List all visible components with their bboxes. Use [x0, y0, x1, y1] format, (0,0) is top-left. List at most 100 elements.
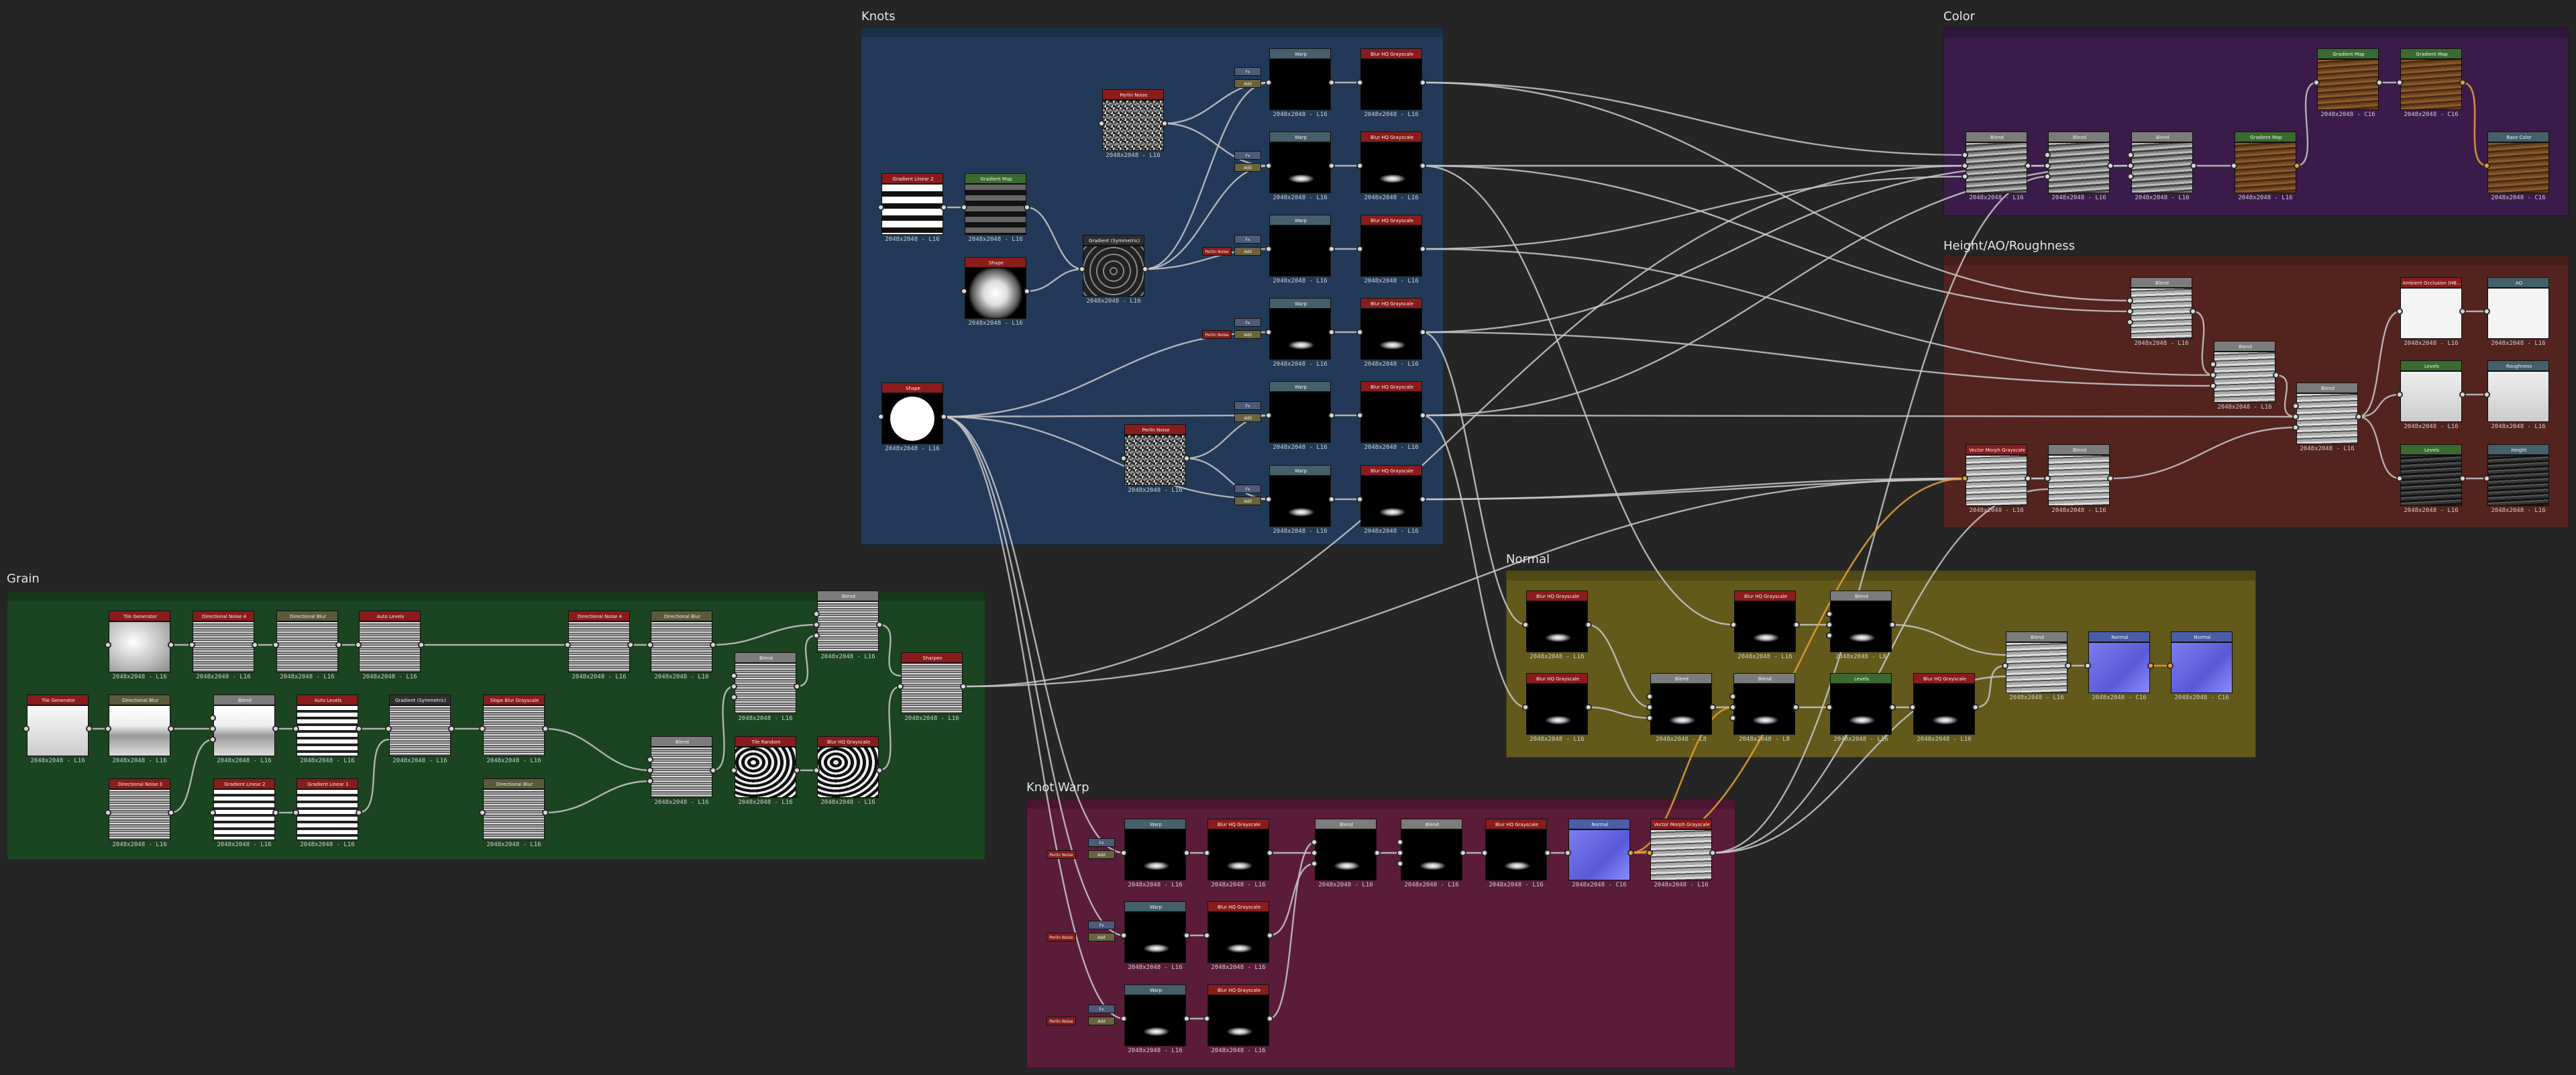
output-port[interactable] [1267, 1015, 1273, 1022]
input-port[interactable] [1826, 704, 1833, 711]
input-port[interactable] [1265, 162, 1272, 169]
input-port[interactable] [292, 725, 299, 732]
input-port[interactable] [2084, 662, 2091, 669]
output-port[interactable] [272, 725, 279, 732]
output-port[interactable] [1328, 329, 1335, 336]
node-header[interactable]: Warp [1269, 132, 1331, 142]
output-port[interactable] [1183, 1015, 1190, 1022]
output-port[interactable] [1328, 246, 1335, 252]
input-tag-fx[interactable]: Fx [1234, 235, 1261, 244]
input-tag-perlin[interactable]: Perlin Noise [1046, 1017, 1076, 1025]
input-port[interactable] [2292, 424, 2299, 431]
input-port[interactable] [1729, 715, 1736, 721]
output-port[interactable] [1267, 850, 1273, 856]
output-port[interactable] [1419, 412, 1426, 419]
wire[interactable] [544, 780, 651, 814]
node-header[interactable]: Blur HQ Grayscale [1360, 132, 1422, 142]
node-header[interactable]: Directional Blur [651, 611, 712, 621]
node-header[interactable]: Directional Noise 3 [109, 778, 170, 789]
wire[interactable] [1587, 706, 1651, 719]
node-header[interactable]: Blur HQ Grayscale [1526, 673, 1588, 684]
output-port[interactable] [1328, 79, 1335, 86]
node-header[interactable]: Blur HQ Grayscale [1360, 215, 1422, 225]
output-port[interactable] [1183, 932, 1190, 939]
node-header[interactable]: Gradient Linear 2 [881, 173, 943, 184]
node-header[interactable]: Base Color [2487, 132, 2549, 142]
wire[interactable] [878, 623, 902, 677]
input-port[interactable] [2127, 173, 2134, 180]
input-port[interactable] [2483, 308, 2490, 315]
input-tag-perlin[interactable]: Perlin Noise [1202, 247, 1232, 256]
input-tag-fx[interactable]: Fx [1088, 838, 1115, 847]
input-port[interactable] [731, 683, 737, 690]
output-port[interactable] [2107, 162, 2114, 169]
output-port[interactable] [1709, 704, 1716, 711]
input-port[interactable] [1962, 173, 1968, 180]
wire[interactable] [1421, 248, 2214, 376]
input-port[interactable] [1397, 839, 1403, 846]
input-port[interactable] [2127, 162, 2134, 169]
wire[interactable] [2357, 310, 2401, 418]
node-header[interactable]: Blend [2214, 341, 2275, 352]
input-port[interactable] [961, 204, 967, 211]
output-port[interactable] [2459, 79, 2466, 86]
input-port[interactable] [1730, 621, 1737, 628]
output-port[interactable] [876, 767, 883, 774]
wire[interactable] [2109, 426, 2297, 480]
input-port[interactable] [1646, 693, 1653, 700]
node-header[interactable]: Normal [1568, 819, 1630, 829]
node-header[interactable]: Blur HQ Grayscale [1913, 673, 1975, 684]
output-port[interactable] [1419, 79, 1426, 86]
input-port[interactable] [1356, 162, 1363, 169]
input-port[interactable] [1397, 860, 1403, 867]
wire[interactable] [2357, 393, 2401, 418]
input-tag-perlin[interactable]: Perlin Noise [1202, 330, 1232, 339]
input-tag-fx[interactable]: Fx [1088, 921, 1115, 929]
input-port[interactable] [731, 672, 737, 679]
node-header[interactable]: Blend [1733, 673, 1795, 684]
input-tag-fx[interactable]: Fx [1234, 318, 1261, 327]
wire[interactable] [962, 164, 1966, 688]
output-port[interactable] [542, 809, 549, 816]
input-port[interactable] [564, 642, 571, 648]
node-header[interactable]: Blur HQ Grayscale [1360, 48, 1422, 59]
node-header[interactable]: Blend [213, 695, 275, 705]
input-port[interactable] [731, 694, 737, 701]
output-port[interactable] [1024, 288, 1030, 295]
input-port[interactable] [813, 621, 820, 628]
output-port[interactable] [2147, 662, 2154, 669]
wire[interactable] [1629, 477, 1966, 854]
input-port[interactable] [1397, 850, 1403, 856]
input-tag-add[interactable]: Add [1088, 1017, 1115, 1025]
wire[interactable] [1421, 81, 1966, 156]
input-port[interactable] [479, 809, 486, 816]
input-port[interactable] [813, 611, 820, 617]
wire[interactable] [1711, 488, 2049, 854]
node-header[interactable]: Gradient Map [2400, 48, 2462, 59]
input-port[interactable] [647, 767, 653, 774]
output-port[interactable] [941, 413, 947, 420]
output-port[interactable] [710, 767, 716, 774]
